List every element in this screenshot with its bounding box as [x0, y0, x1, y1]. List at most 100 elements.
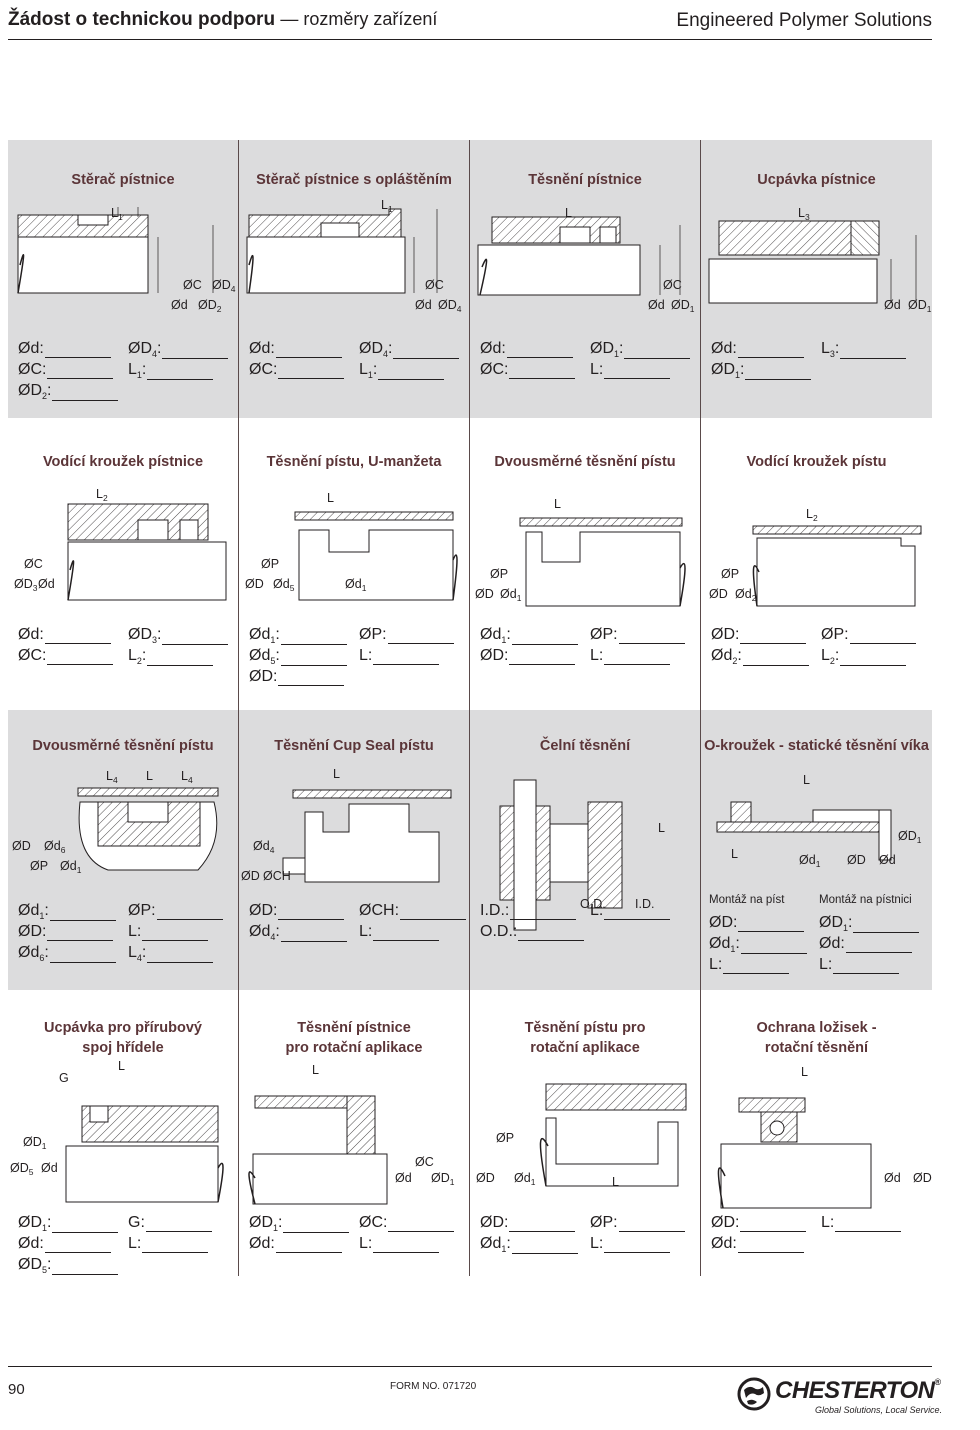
fill-in-blank[interactable] — [723, 962, 790, 974]
dimension-symbol: L — [146, 769, 153, 783]
fill-in-blank[interactable] — [618, 632, 685, 644]
fill-in-blank[interactable] — [49, 909, 116, 922]
field-symbol: Ød — [480, 626, 502, 643]
dimension-label: Ød2 — [735, 587, 757, 603]
fill-in-blank[interactable] — [283, 1221, 350, 1234]
fill-in-blank[interactable] — [745, 368, 812, 381]
fill-in-blank[interactable] — [278, 367, 345, 379]
dimension-field: ØD2: — [18, 382, 119, 402]
dimension-field: ØP: — [590, 1214, 685, 1232]
fill-in-blank[interactable] — [373, 1241, 440, 1253]
fill-in-blank[interactable] — [738, 920, 805, 932]
fill-in-blank[interactable] — [47, 929, 114, 941]
dimension-label: Ød4 — [253, 839, 275, 855]
fill-in-blank[interactable] — [853, 921, 920, 934]
fill-in-blank[interactable] — [740, 1220, 807, 1232]
fill-in-blank[interactable] — [147, 654, 214, 667]
dimension-symbol: Ød — [253, 839, 270, 853]
fill-in-blank[interactable] — [506, 346, 573, 358]
cross-section-diagram: LO.D.I.D. — [499, 779, 665, 931]
fill-in-blank[interactable] — [278, 674, 345, 686]
registered-mark: ® — [934, 1377, 941, 1387]
dimension-field: ØC: — [359, 1214, 455, 1232]
fill-in-blank[interactable] — [156, 908, 223, 920]
fill-in-blank[interactable] — [44, 1241, 111, 1253]
fill-in-blank[interactable] — [142, 1241, 209, 1253]
fill-in-blank[interactable] — [833, 962, 900, 974]
fill-in-blank[interactable] — [400, 908, 467, 920]
fill-in-blank[interactable] — [604, 653, 671, 665]
field-symbol: L — [359, 1235, 368, 1252]
fill-in-blank[interactable] — [835, 1220, 902, 1232]
field-label: L: — [128, 923, 142, 940]
fill-in-blank[interactable] — [618, 1220, 685, 1232]
fill-in-blank[interactable] — [604, 1241, 671, 1253]
fill-in-blank[interactable] — [275, 346, 342, 358]
fill-in-blank[interactable] — [52, 1221, 119, 1234]
fill-in-blank[interactable] — [849, 632, 916, 644]
dimension-field: L: — [128, 923, 209, 941]
fill-in-blank[interactable] — [49, 951, 116, 964]
fill-in-blank[interactable] — [142, 929, 209, 941]
fill-in-blank[interactable] — [742, 654, 809, 667]
fill-in-blank[interactable] — [47, 653, 114, 665]
fill-in-blank[interactable] — [510, 908, 577, 920]
fill-in-blank[interactable] — [624, 347, 691, 360]
fill-in-blank[interactable] — [275, 1241, 342, 1253]
fill-in-blank[interactable] — [373, 653, 440, 665]
mounting-option-label: Montáž na píst — [709, 894, 785, 906]
fill-in-blank[interactable] — [44, 346, 111, 358]
fill-in-blank[interactable] — [740, 942, 807, 955]
fill-in-blank[interactable] — [162, 633, 229, 646]
fill-in-blank[interactable] — [509, 653, 576, 665]
field-symbol: Ød — [18, 340, 40, 357]
field-label: Ød: — [711, 1235, 737, 1252]
fill-in-blank[interactable] — [511, 1242, 578, 1255]
fill-in-blank[interactable] — [47, 367, 114, 379]
fill-in-blank[interactable] — [44, 632, 111, 644]
field-label: L1: — [128, 361, 147, 381]
fill-in-blank[interactable] — [52, 389, 119, 402]
fill-in-blank[interactable] — [378, 368, 445, 381]
fill-in-blank[interactable] — [280, 654, 347, 667]
fill-in-blank[interactable] — [740, 632, 807, 644]
fill-in-blank[interactable] — [388, 1220, 455, 1232]
fill-in-blank[interactable] — [509, 367, 576, 379]
fill-in-blank[interactable] — [604, 367, 671, 379]
dimension-label: L — [801, 1065, 808, 1079]
dimension-index: 1 — [816, 859, 821, 869]
fill-in-blank[interactable] — [147, 368, 214, 381]
fill-in-blank[interactable] — [147, 951, 214, 964]
fill-in-blank[interactable] — [280, 633, 347, 646]
dimension-field: Ød: — [249, 1235, 342, 1253]
fill-in-blank[interactable] — [162, 347, 229, 360]
field-symbol: ØP — [590, 626, 614, 643]
fill-in-blank[interactable] — [840, 347, 907, 360]
fill-in-blank[interactable] — [604, 908, 671, 920]
fill-in-blank[interactable] — [737, 1241, 804, 1253]
field-label: Ød1: — [249, 626, 280, 646]
fill-in-blank[interactable] — [840, 654, 907, 667]
dimension-label: ØD1 — [431, 1171, 455, 1187]
fill-in-blank[interactable] — [145, 1220, 212, 1232]
dimension-field: Ød4: — [249, 923, 347, 943]
dimension-index: 3 — [805, 212, 810, 222]
fill-in-blank[interactable] — [737, 346, 804, 358]
fill-in-blank[interactable] — [278, 908, 345, 920]
fill-in-blank[interactable] — [845, 941, 912, 953]
fill-in-blank[interactable] — [511, 633, 578, 646]
field-label: L2: — [821, 647, 840, 667]
fill-in-blank[interactable] — [373, 929, 440, 941]
field-label: ØC: — [249, 361, 278, 378]
field-index: 1 — [270, 635, 276, 646]
fill-in-blank[interactable] — [509, 1220, 576, 1232]
fill-in-blank[interactable] — [52, 1263, 119, 1276]
fill-in-blank[interactable] — [387, 632, 454, 644]
fill-in-blank[interactable] — [393, 347, 460, 360]
dimension-label: Ød1 — [345, 577, 367, 593]
fill-in-blank[interactable] — [518, 929, 585, 941]
fill-in-blank[interactable] — [280, 930, 347, 943]
